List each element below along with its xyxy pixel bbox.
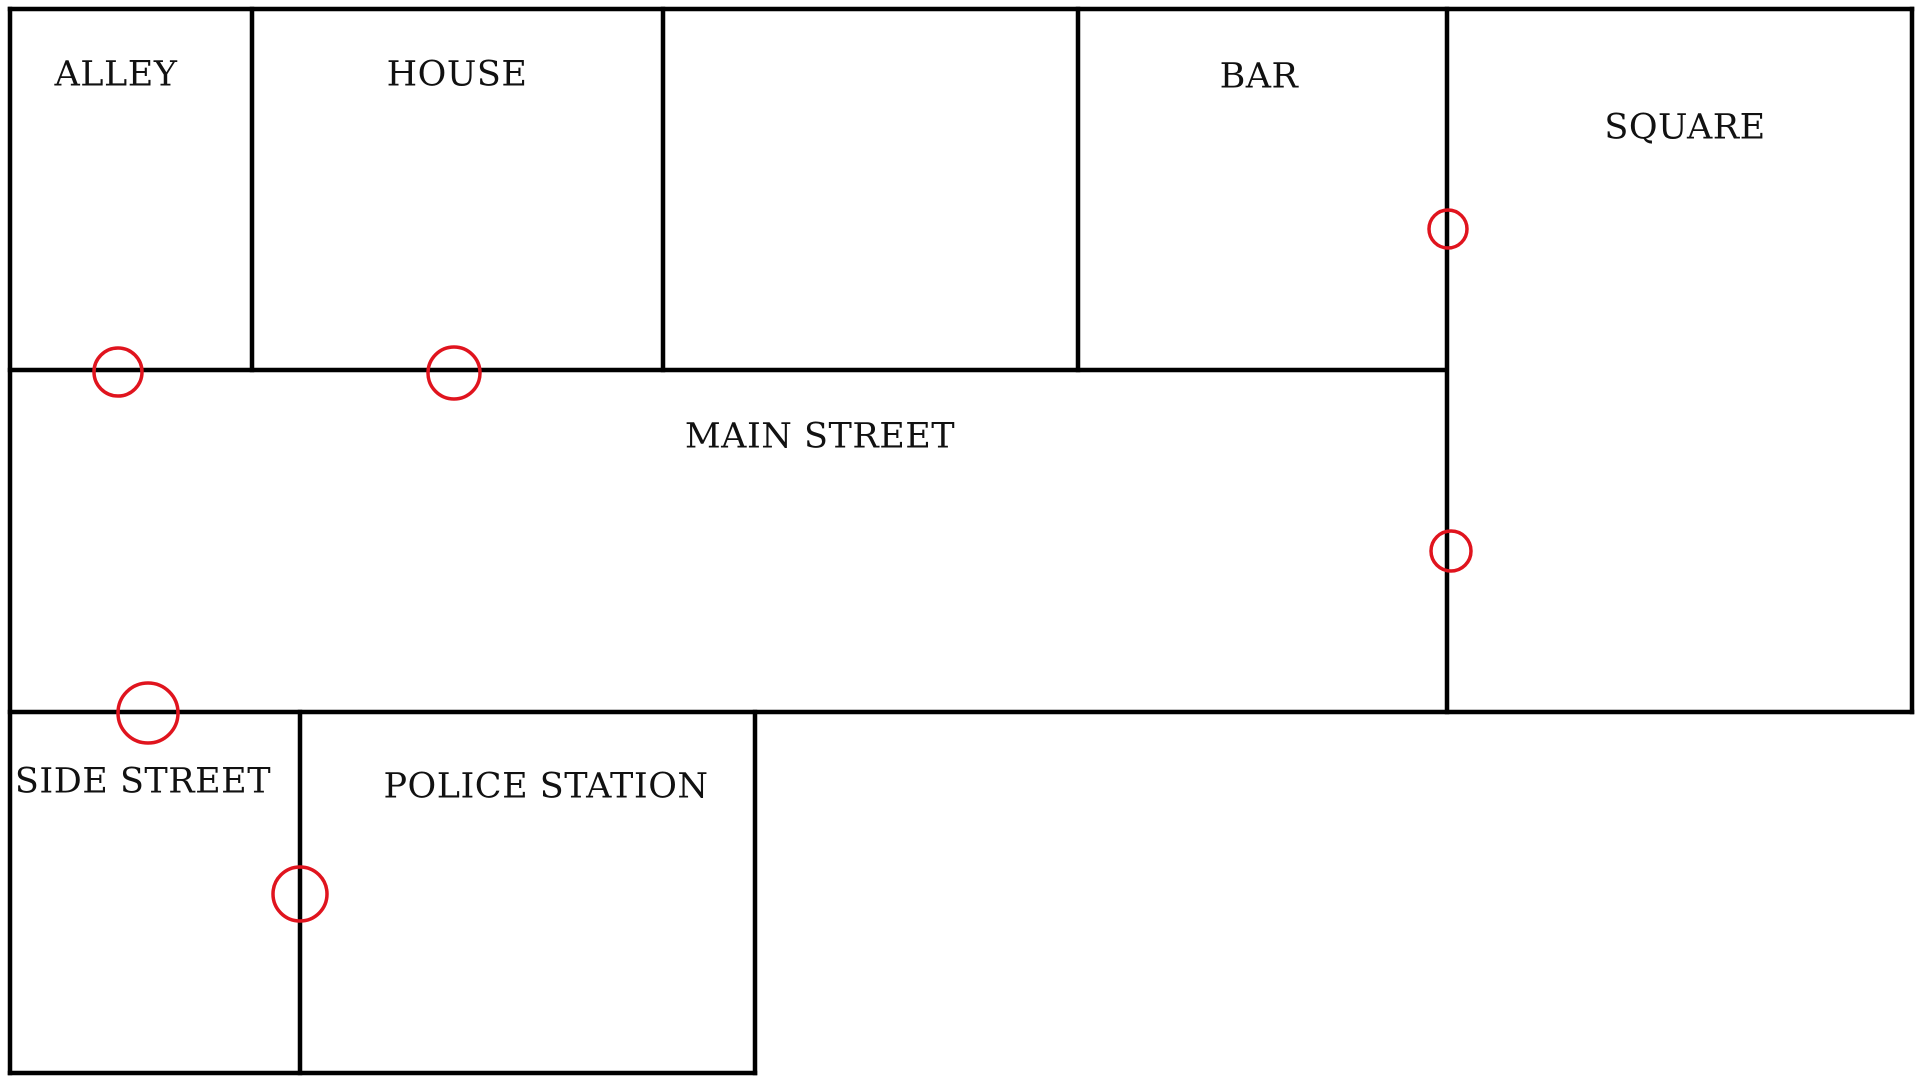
label-house: HOUSE bbox=[387, 55, 528, 95]
door-alley-main-street[interactable] bbox=[92, 346, 144, 398]
room-unlabeled[interactable] bbox=[663, 10, 1078, 370]
walls bbox=[7, 6, 1915, 1076]
rooms bbox=[10, 10, 1912, 1072]
door-side-street-police-station[interactable] bbox=[271, 865, 329, 923]
label-bar: BAR bbox=[1220, 57, 1300, 97]
door-main-street-square[interactable] bbox=[1429, 529, 1473, 573]
door-main-street-side-street[interactable] bbox=[116, 681, 180, 745]
room-square[interactable] bbox=[1445, 10, 1912, 712]
label-main-street: MAIN STREET bbox=[685, 417, 955, 457]
label-police-station: POLICE STATION bbox=[383, 767, 708, 807]
label-square: SQUARE bbox=[1604, 108, 1765, 148]
room-police-station[interactable] bbox=[300, 712, 755, 1072]
room-side-street[interactable] bbox=[10, 712, 300, 1072]
room-main-street[interactable] bbox=[10, 370, 1445, 712]
door-bar-square[interactable] bbox=[1427, 208, 1469, 250]
door-markers bbox=[92, 208, 1473, 923]
label-alley: ALLEY bbox=[54, 55, 178, 95]
room-bar[interactable] bbox=[1078, 10, 1445, 370]
label-side-street: SIDE STREET bbox=[15, 762, 271, 802]
room-alley[interactable] bbox=[10, 10, 252, 370]
room-house[interactable] bbox=[252, 10, 663, 370]
room-labels: ALLEY HOUSE BAR SQUARE MAIN STREET SIDE … bbox=[15, 55, 1765, 807]
door-house-main-street[interactable] bbox=[426, 345, 482, 401]
